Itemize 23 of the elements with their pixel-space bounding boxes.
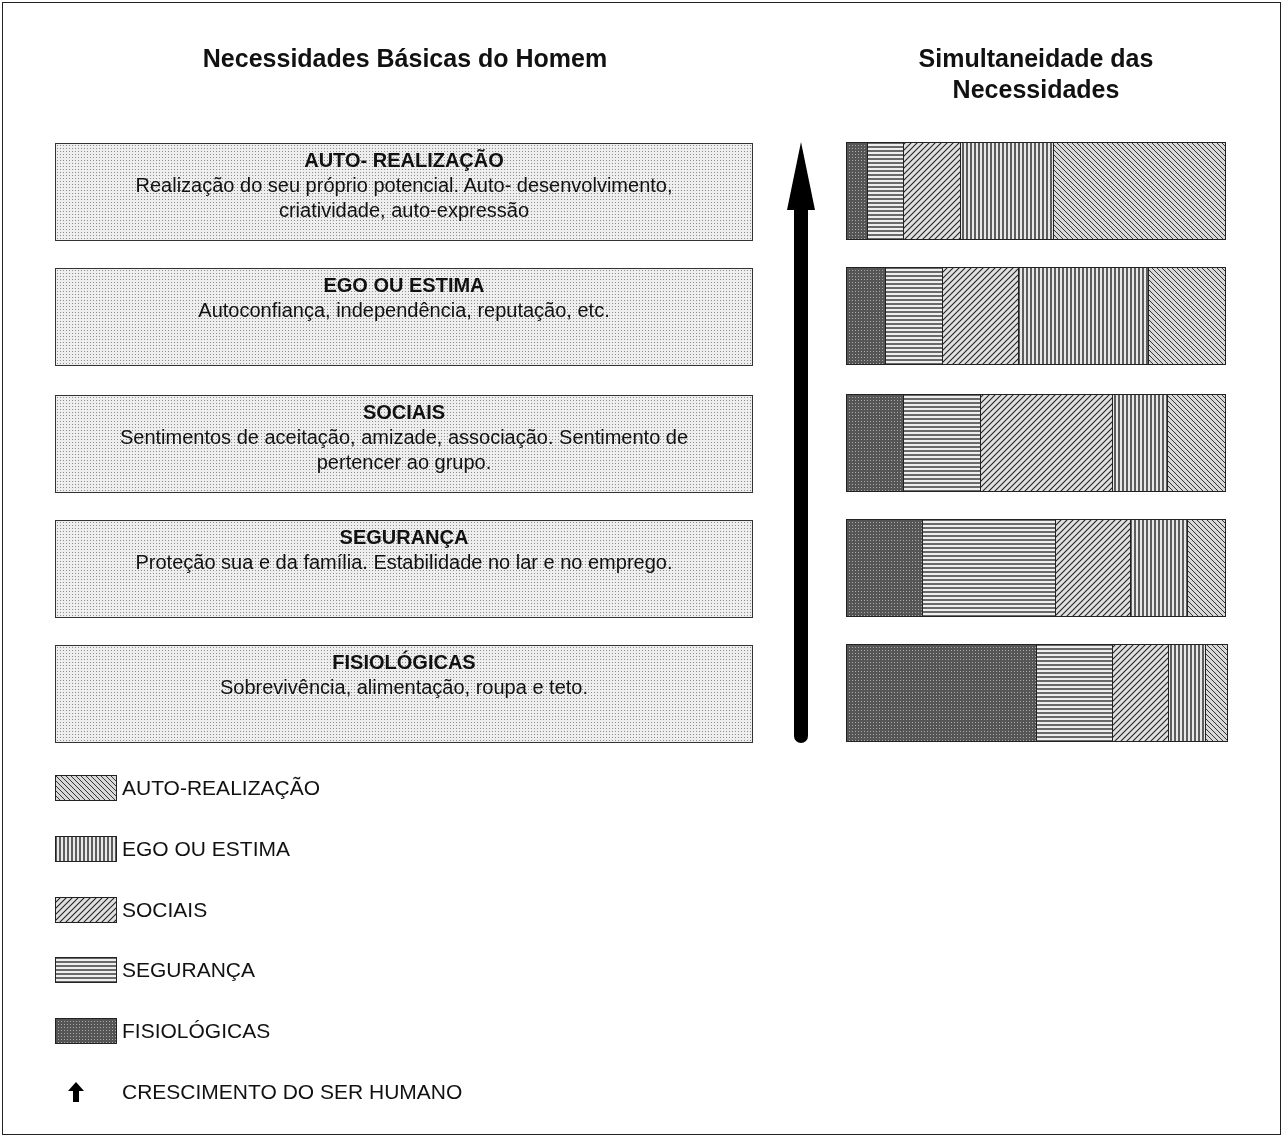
box-heading: SEGURANÇA xyxy=(339,525,469,550)
legend-text: EGO OU ESTIMA xyxy=(122,836,291,862)
legend-text: SEGURANÇA xyxy=(122,957,256,983)
box-heading: FISIOLÓGICAS xyxy=(332,650,476,675)
box-heading: SOCIAIS xyxy=(362,400,446,425)
box-heading: AUTO- REALIZAÇÃO xyxy=(304,148,504,173)
box-text: Sentimentos de aceitação, amizade, associação. Sentimento de pertencer ao grupo. xyxy=(118,425,690,475)
need-box xyxy=(55,520,753,618)
box-text: Proteção sua e da família. Estabilidade no lar e no emprego. xyxy=(135,550,673,575)
need-box xyxy=(55,645,753,743)
legend-text: AUTO-REALIZAÇÃO xyxy=(122,775,320,801)
legend-text: FISIOLÓGICAS xyxy=(122,1018,271,1044)
box-heading: EGO OU ESTIMA xyxy=(323,273,485,298)
need-box xyxy=(55,143,753,241)
need-box xyxy=(55,268,753,366)
box-text: Realização do seu próprio potencial. Auto- desenvolvimento, criatividade, auto-expressão xyxy=(134,173,674,223)
column-heading: Simultaneidade das Necessidades xyxy=(917,43,1155,105)
legend-text: CRESCIMENTO DO SER HUMANO xyxy=(122,1079,463,1105)
box-text: Sobrevivência, alimentação, roupa e teto. xyxy=(220,675,588,700)
legend-text: SOCIAIS xyxy=(122,897,208,923)
column-heading: Necessidades Básicas do Homem xyxy=(201,43,609,74)
box-text: Autoconfiança, independência, reputação, etc. xyxy=(198,298,610,323)
need-box xyxy=(55,395,753,493)
